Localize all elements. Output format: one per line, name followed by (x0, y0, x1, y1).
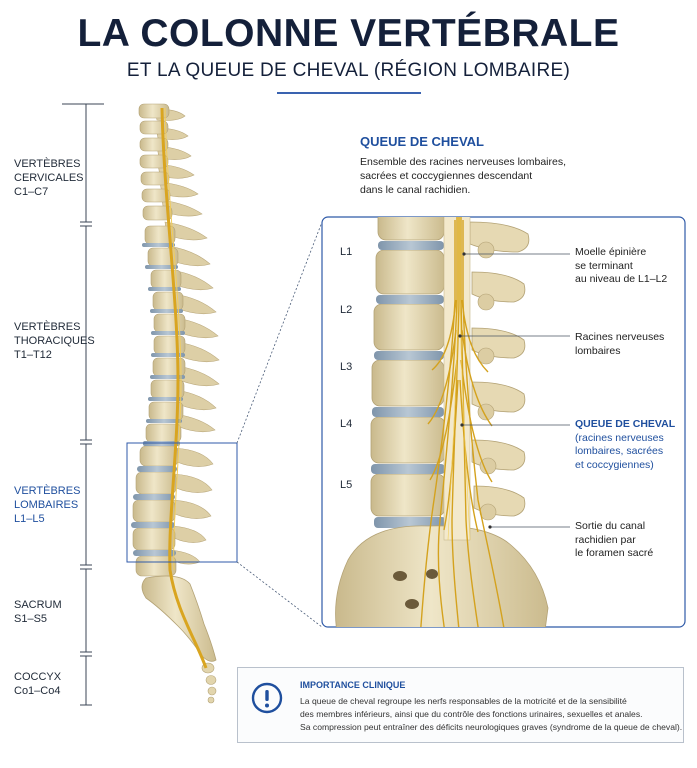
region-brackets (62, 103, 104, 706)
title-divider (277, 92, 421, 94)
clinical-text-line: des membres inférieurs, ainsi que du con… (300, 709, 643, 719)
detail-title: QUEUE DE CHEVAL (360, 134, 484, 149)
level-label-l3: L3 (340, 361, 353, 373)
region-sacrum: SACRUM S1–S5 (14, 599, 62, 625)
clinical-text-line: La queue de cheval regroupe les nerfs re… (300, 696, 627, 706)
callout-leaders (460, 253, 570, 528)
level-label-l2: L2 (340, 304, 353, 316)
level-label-l5: L5 (340, 479, 353, 491)
page-title: LA COLONNE VERTÉBRALE (77, 12, 620, 55)
region-cervical: VERTÈBRES CERVICALES C1–C7 (14, 158, 84, 198)
callout-spinal-cord: Moelle épinière se terminant au niveau d… (575, 246, 668, 285)
region-coccyx: COCCYX Co1–Co4 (14, 671, 62, 697)
detail-description: Ensemble des racines nerveuses lombaires… (360, 156, 567, 196)
callout-sacral-foramen: Sortie du canal rachidien par le foramen… (575, 520, 654, 559)
exclamation-icon (251, 682, 283, 714)
clinical-importance-box: IMPORTANCE CLINIQUE La queue de cheval r… (237, 667, 684, 743)
region-thoracic: VERTÈBRES THORACIQUES T1–T12 (14, 321, 95, 361)
clinical-title: IMPORTANCE CLINIQUE (300, 680, 406, 690)
page-subtitle: ET LA QUEUE DE CHEVAL (RÉGION LOMBAIRE) (126, 60, 571, 81)
callout-cauda-equina: QUEUE DE CHEVAL (racines nerveuses lomba… (575, 418, 676, 471)
clinical-text-line: Sa compression peut entraîner des défici… (300, 722, 683, 732)
region-lumbar: VERTÈBRES LOMBAIRES L1–L5 (14, 485, 81, 525)
lumbar-highlight-box (126, 442, 238, 563)
level-label-l1: L1 (340, 246, 353, 258)
callout-lumbar-roots: Racines nerveuses lombaires (575, 331, 665, 357)
lumbar-detail-illustration (335, 217, 549, 627)
level-label-l4: L4 (340, 418, 353, 430)
spine-column (131, 103, 220, 704)
